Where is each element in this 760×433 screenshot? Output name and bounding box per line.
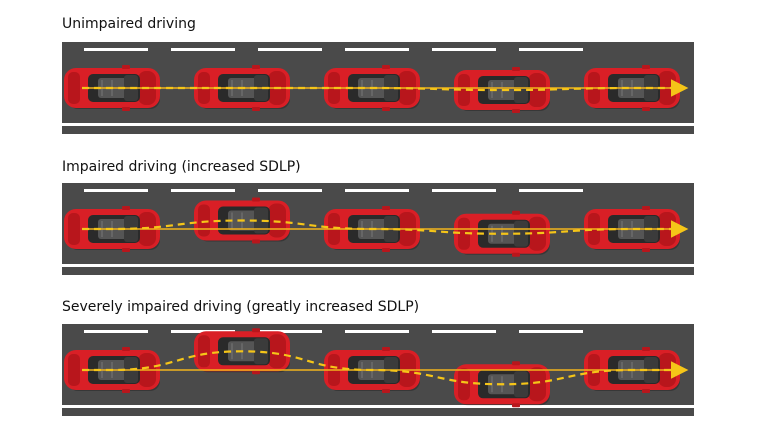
road-impaired [62,183,694,275]
car-icon [324,347,420,393]
road-edge-line [62,405,694,408]
lane-dash [258,48,322,51]
dashed-path-arrow [82,219,689,238]
road-unimpaired [62,42,694,134]
lane-dash [345,189,409,192]
car-icon [324,206,420,252]
road-edge-line [62,264,694,267]
lane-dash [345,330,409,333]
road-edge-line [62,123,694,126]
panel-title: Unimpaired driving [62,16,196,32]
dashed-path-arrow [82,79,689,97]
car-icon [64,206,160,252]
lane-dash [171,48,235,51]
dashed-path-arrow [82,350,689,386]
car-icon [194,65,290,111]
lane-dash [258,189,322,192]
lane-dash [432,48,496,51]
lane-dash [519,48,583,51]
road-severely-impaired [62,324,694,416]
lane-dash [84,330,148,333]
lane-dash [519,330,583,333]
lane-dash [171,330,235,333]
lane-dash [519,189,583,192]
lane-dash [84,189,148,192]
lane-dash [432,189,496,192]
lane-dash [171,189,235,192]
lane-dash [84,48,148,51]
panel-title: Impaired driving (increased SDLP) [62,159,301,175]
lane-dash [432,330,496,333]
panel-title: Severely impaired driving (greatly incre… [62,299,420,315]
lane-dash [345,48,409,51]
car-icon [64,347,160,393]
lane-dash [258,330,322,333]
